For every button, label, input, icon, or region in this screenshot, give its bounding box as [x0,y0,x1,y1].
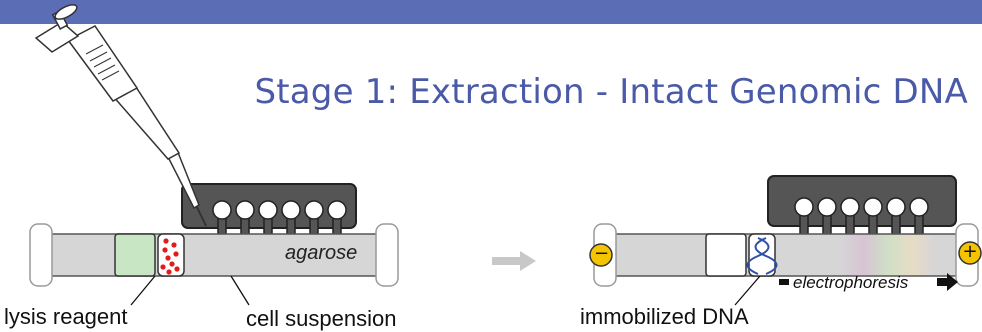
negative-electrode-icon [589,243,613,267]
cell-leader-line [230,275,250,306]
cell-dots [160,238,180,275]
lysis-reagent-block [114,233,156,277]
gel-bar-right [593,223,979,287]
lysed-block [705,233,747,277]
header-bar [0,0,982,24]
pipette-icon [34,4,207,227]
immobilized-leader-line [734,275,761,306]
dna-helix-icon [746,237,778,275]
page-title: Stage 1: Extraction - Intact Genomic DNA [254,72,968,112]
lysis-reagent-label: lysis reagent [4,304,128,329]
transition-arrow-icon [492,251,536,271]
electrophoresis-label: electrophoresis [793,273,909,292]
gel-bar-left [29,223,399,287]
positive-sign: + [962,241,978,262]
immobilized-dna-label: immobilized DNA [580,304,749,329]
cell-suspension-well [157,233,185,277]
electrophoresis-arrow-icon [937,273,958,291]
electrophoresis-marker [779,279,789,285]
positive-electrode-icon [958,241,982,265]
lysis-leader-line [130,275,156,306]
sample-comb-left [181,183,357,241]
dna-smear [840,235,936,275]
agarose-label: agarose [285,242,358,264]
cell-suspension-label: cell suspension [246,306,397,331]
negative-sign: − [594,243,610,264]
sample-comb-right [767,175,957,239]
